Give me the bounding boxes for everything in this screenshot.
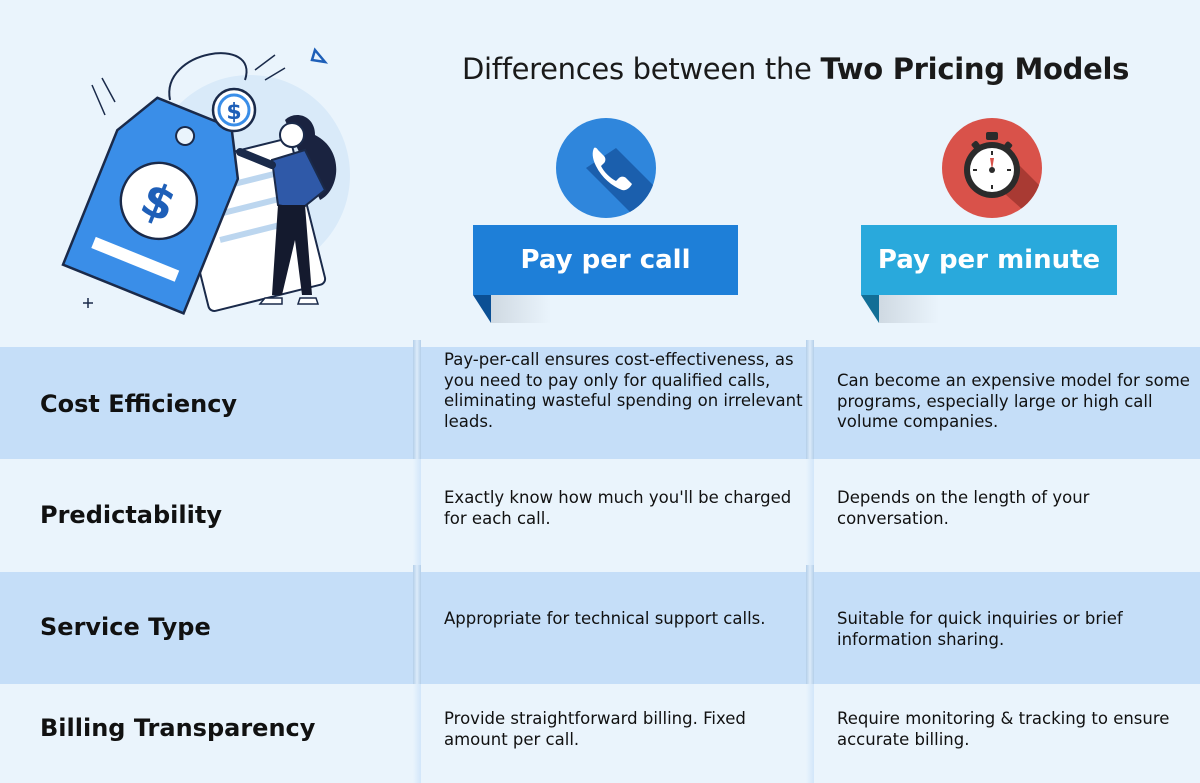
phone-icon	[556, 118, 656, 218]
banner-fold	[473, 295, 491, 323]
divider	[806, 340, 814, 460]
pay-per-call-header: Pay per call	[473, 225, 738, 295]
divider	[806, 684, 814, 783]
pay-per-minute-header: Pay per minute	[861, 225, 1117, 295]
table-row	[0, 572, 1200, 684]
call-cell: Appropriate for technical support calls.	[444, 609, 766, 628]
divider	[413, 340, 421, 460]
banner-fold	[861, 295, 879, 323]
divider	[413, 459, 421, 571]
call-cell: Pay-per-call ensures cost-effectiveness,…	[444, 350, 803, 431]
page-title: Differences between the Two Pricing Mode…	[462, 52, 1130, 86]
minute-cell: Suitable for quick inquiries or brief in…	[837, 609, 1123, 649]
row-label: Predictability	[40, 501, 222, 529]
row-label: Cost Efficiency	[40, 390, 238, 418]
divider	[806, 459, 814, 571]
table-row	[0, 347, 1200, 459]
divider	[806, 565, 814, 685]
row-label: Service Type	[40, 613, 211, 641]
call-cell: Provide straightforward billing. Fixed a…	[444, 709, 746, 749]
minute-cell: Require monitoring & tracking to ensure …	[837, 709, 1170, 749]
price-tag-illustration: $ $	[61, 47, 350, 315]
stopwatch-icon	[942, 118, 1042, 218]
banner-shadow	[491, 295, 551, 323]
svg-text:$: $	[226, 100, 241, 125]
minute-cell: Can become an expensive model for some p…	[837, 371, 1190, 431]
minute-cell: Depends on the length of your conversati…	[837, 488, 1090, 528]
banner-shadow	[879, 295, 939, 323]
call-cell: Exactly know how much you'll be charged …	[444, 488, 792, 528]
divider	[413, 684, 421, 783]
row-label: Billing Transparency	[40, 714, 316, 742]
divider	[413, 565, 421, 685]
